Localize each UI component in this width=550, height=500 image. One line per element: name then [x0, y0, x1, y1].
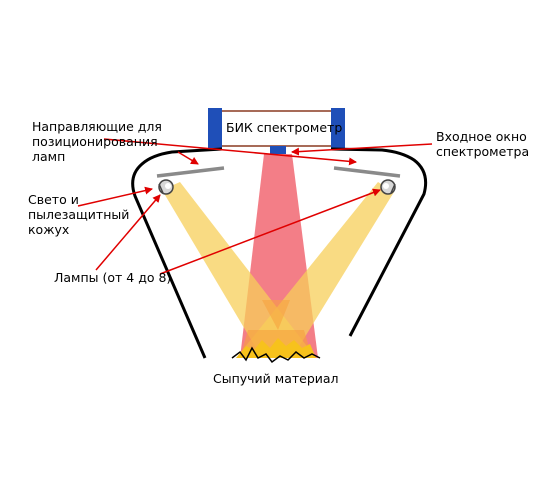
- arrow-entrance-window: [291, 143, 433, 156]
- spectrometer-right-bracket: [331, 108, 345, 148]
- svg-text:Свето и: Свето и: [28, 192, 79, 207]
- bulk-material: Сыпучий материал: [213, 338, 339, 386]
- left-lamp-guide: [156, 166, 225, 178]
- guides-label: Направляющие для позиционирования ламп: [32, 119, 162, 164]
- housing-label: Свето и пылезащитный кожух: [28, 192, 129, 237]
- arrow-guides-left: [177, 151, 199, 165]
- spectrometer-label: БИК спектрометр: [226, 120, 342, 135]
- arrow-guides-right: [103, 138, 357, 166]
- left-lamp: [158, 179, 174, 195]
- spectrometer-unit: БИК спектрометр: [208, 108, 345, 154]
- light-beams: [162, 154, 394, 358]
- svg-text:спектрометра: спектрометра: [436, 144, 529, 159]
- lamps-label: Лампы (от 4 до 8): [54, 270, 171, 285]
- housing-outline: [131, 147, 428, 359]
- material-surface-line: [231, 346, 321, 364]
- beam-overlap-upper: [262, 300, 290, 330]
- svg-text:ламп: ламп: [32, 149, 65, 164]
- arrow-left-lamp: [95, 194, 161, 271]
- arrow-right-lamp: [159, 188, 381, 275]
- right-lamp: [380, 179, 396, 195]
- material-label: Сыпучий материал: [213, 371, 339, 386]
- svg-text:пылезащитный: пылезащитный: [28, 207, 129, 222]
- right-lamp-guide: [333, 166, 401, 178]
- spectrometer-left-bracket: [208, 108, 222, 148]
- svg-text:Входное окно: Входное окно: [436, 129, 527, 144]
- arrow-housing: [77, 186, 153, 207]
- svg-text:кожух: кожух: [28, 222, 69, 237]
- window-label: Входное окно спектрометра: [436, 129, 529, 159]
- svg-text:Направляющие для: Направляющие для: [32, 119, 162, 134]
- pointer-arrows: [77, 138, 433, 275]
- spectrometer-entrance-window: [270, 146, 286, 154]
- svg-text:позиционирования: позиционирования: [32, 134, 158, 149]
